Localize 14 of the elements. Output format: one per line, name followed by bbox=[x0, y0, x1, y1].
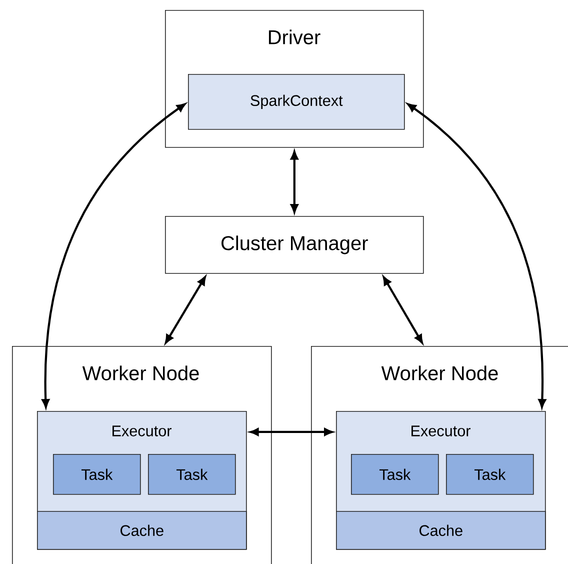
arrow bbox=[382, 276, 423, 344]
process-box: Cluster Manager bbox=[165, 216, 424, 274]
cache-box: Cache bbox=[336, 511, 546, 550]
context-box: SparkContext bbox=[188, 74, 405, 130]
task-box: Task bbox=[148, 454, 236, 495]
task-box: Task bbox=[53, 454, 141, 495]
arrow bbox=[165, 276, 206, 344]
cache-box: Cache bbox=[37, 511, 247, 550]
arrow bbox=[250, 428, 333, 436]
arrow bbox=[42, 103, 186, 408]
task-box: Task bbox=[351, 454, 439, 495]
arrow bbox=[290, 150, 298, 213]
arrow bbox=[407, 103, 546, 408]
task-box: Task bbox=[446, 454, 534, 495]
